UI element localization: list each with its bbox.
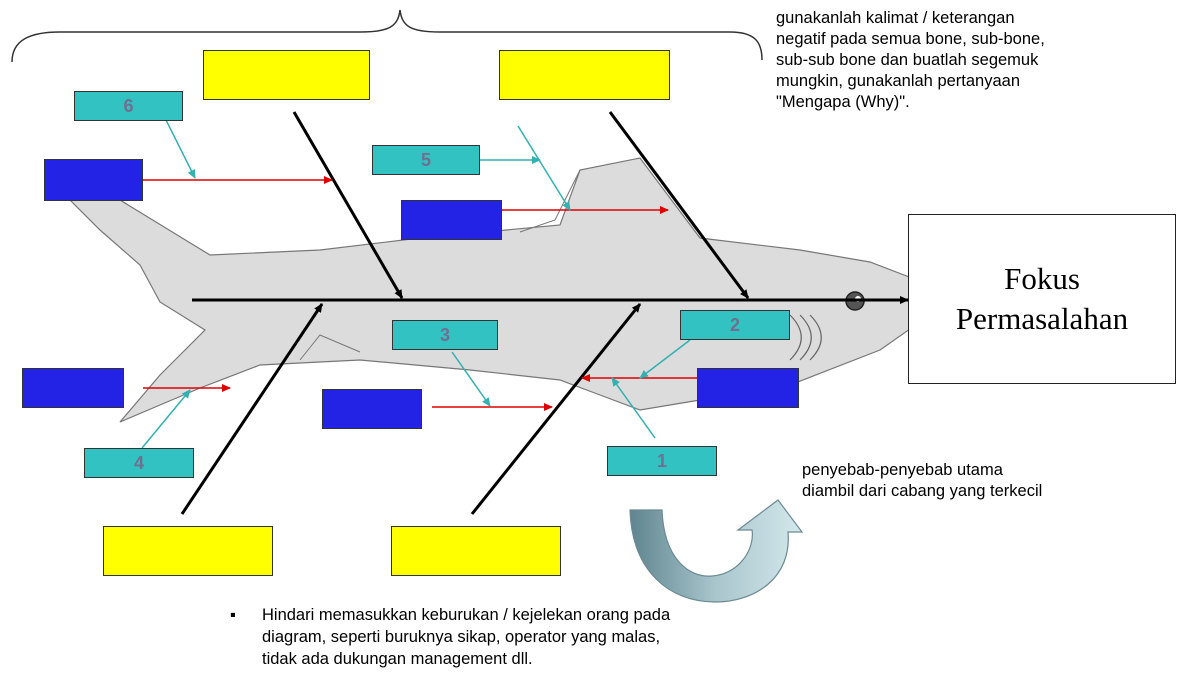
note-line: tidak ada dukungan management dll. (262, 650, 533, 668)
cause-box-upper-mid (401, 200, 502, 240)
pointer-arrow-6 (165, 119, 196, 179)
cause-box-lower-right (697, 368, 799, 408)
numbered-box-3: 3 (392, 320, 498, 350)
note-line: negatif pada semua bone, sub-bone, (776, 30, 1045, 48)
pointer-arrow-3 (451, 351, 491, 407)
numbered-box-4: 4 (84, 448, 194, 478)
focus-line-2: Permasalahan (955, 301, 1129, 336)
category-box-bottom-left (103, 526, 273, 576)
top-brace (11, 9, 763, 63)
numbered-box-2: 2 (680, 310, 790, 340)
note-bottom: ▪ Hindari memasukkan keburukan / kejelek… (230, 604, 872, 670)
cause-box-lower-mid (322, 389, 422, 429)
pointer-arrow-2 (639, 339, 691, 379)
shark-silhouette (58, 157, 946, 423)
focus-line-1: Fokus (1004, 261, 1080, 296)
pointer-arrow-1 (611, 377, 656, 439)
bone-upper-right (608, 111, 750, 299)
note-line: Hindari memasukkan keburukan / kejelekan… (262, 606, 671, 624)
cycle-arrow (629, 499, 804, 603)
pointer-arrow-5-b (517, 125, 571, 211)
bullet-icon: ▪ (230, 606, 236, 624)
note-line: diambil dari cabang yang terkecil (802, 482, 1043, 500)
note-line: "Mengapa (Why)". (776, 93, 910, 111)
bone-upper-left (292, 111, 404, 299)
note-line: sub-sub bone dan buatlah segemuk (776, 51, 1039, 69)
focus-problem-box: Fokus Permasalahan (908, 214, 1176, 384)
note-line: diagram, seperti buruknya sikap, operato… (262, 628, 661, 646)
note-line: penyebab-penyebab utama (802, 461, 1003, 479)
note-line: mungkin, gunakanlah pertanyaan (776, 72, 1021, 90)
category-box-top-left (203, 50, 370, 100)
numbered-box-6: 6 (74, 91, 183, 121)
cause-box-upper-left (44, 159, 143, 201)
pointer-arrow-4 (141, 389, 191, 449)
note-line: gunakanlah kalimat / keterangan (776, 9, 1015, 27)
bone-lower-left (180, 303, 324, 515)
cause-box-lower-left (22, 368, 124, 408)
note-mid-right: penyebab-penyebab utama diambil dari cab… (802, 460, 1162, 502)
category-box-top-right (499, 50, 670, 100)
category-box-bottom-mid (391, 526, 561, 576)
bone-lower-right (470, 303, 642, 515)
numbered-box-1: 1 (607, 446, 717, 476)
title-strip (40, 0, 720, 10)
numbered-box-5: 5 (372, 145, 480, 175)
note-top-right: gunakanlah kalimat / keterangan negatif … (776, 8, 1176, 113)
